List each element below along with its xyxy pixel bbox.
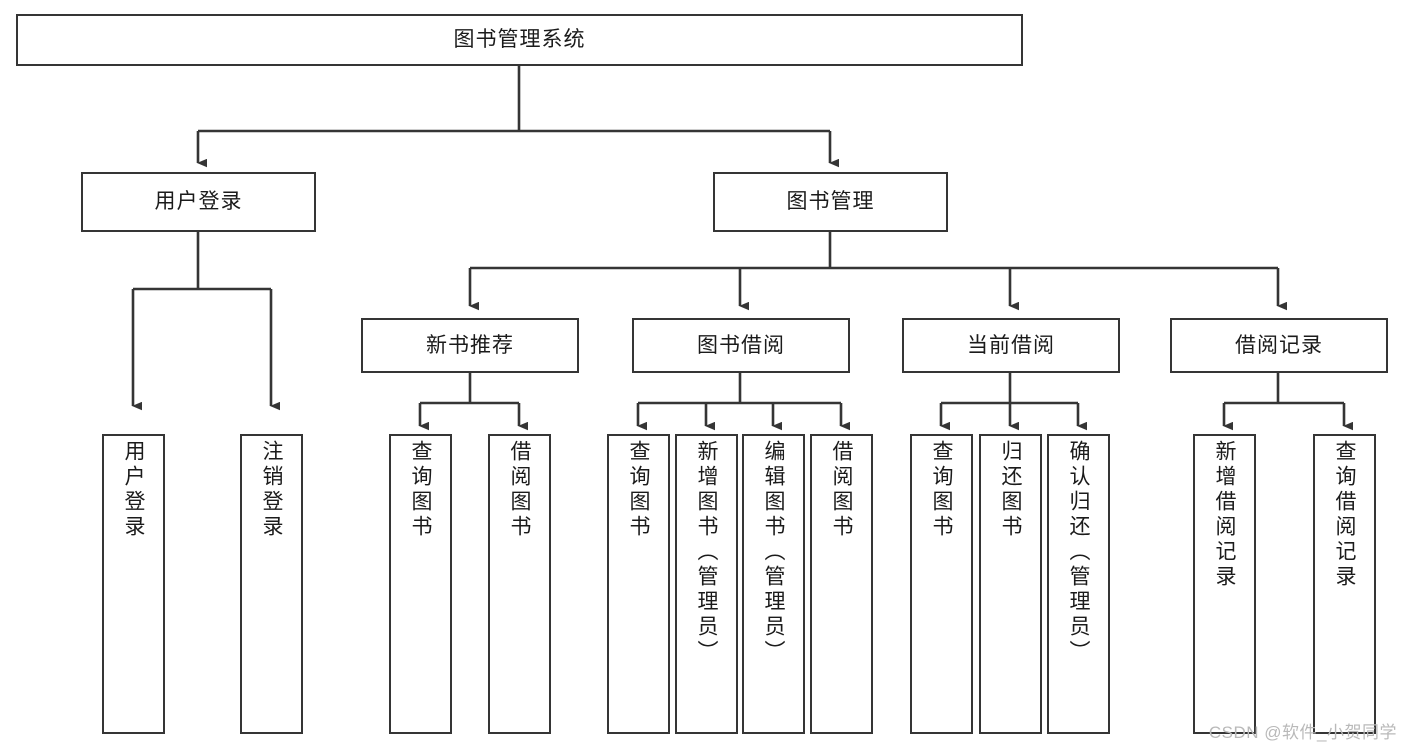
leaf-book-borrow-borrow-book[interactable]: 借阅图书 [810, 434, 873, 734]
leaf-new-book-borrow-book[interactable]: 借阅图书 [488, 434, 551, 734]
node-label: 注销登录 [260, 440, 284, 540]
leaf-book-borrow-query-book[interactable]: 查询图书 [607, 434, 670, 734]
leaf-borrow-record-add-record[interactable]: 新增借阅记录 [1193, 434, 1256, 734]
node-label: 查询图书 [409, 440, 433, 540]
node-borrowing-record[interactable]: 借阅记录 [1170, 318, 1388, 373]
node-label: 用户登录 [122, 440, 146, 540]
node-label: 借阅记录 [1235, 333, 1323, 357]
leaf-current-borrow-return-book[interactable]: 归还图书 [979, 434, 1042, 734]
leaf-new-book-query-book[interactable]: 查询图书 [389, 434, 452, 734]
leaf-user-login-login[interactable]: 用户登录 [102, 434, 165, 734]
node-label: 当前借阅 [967, 333, 1055, 357]
node-user-login[interactable]: 用户登录 [81, 172, 316, 232]
node-label: 确认归还（管理员） [1067, 440, 1091, 665]
node-label: 用户登录 [154, 190, 243, 214]
node-root-book-management-system[interactable]: 图书管理系统 [16, 14, 1023, 66]
leaf-book-borrow-add-book-admin[interactable]: 新增图书（管理员） [675, 434, 738, 734]
leaf-book-borrow-edit-book-admin[interactable]: 编辑图书（管理员） [742, 434, 805, 734]
node-label: 新增借阅记录 [1213, 440, 1237, 590]
leaf-current-borrow-confirm-return-admin[interactable]: 确认归还（管理员） [1047, 434, 1110, 734]
node-label: 借阅图书 [830, 440, 854, 540]
leaf-current-borrow-query-book[interactable]: 查询图书 [910, 434, 973, 734]
node-label: 新书推荐 [426, 333, 514, 357]
csdn-watermark: CSDN @软件_小贺同学 [1208, 723, 1397, 742]
node-label: 归还图书 [999, 440, 1023, 540]
node-label: 编辑图书（管理员） [762, 440, 786, 665]
node-label: 借阅图书 [508, 440, 532, 540]
node-label: 新增图书（管理员） [695, 440, 719, 665]
node-book-borrowing[interactable]: 图书借阅 [632, 318, 850, 373]
node-label: 查询图书 [930, 440, 954, 540]
node-label: 查询借阅记录 [1333, 440, 1357, 590]
node-label: 图书借阅 [697, 333, 785, 357]
node-current-borrowing[interactable]: 当前借阅 [902, 318, 1120, 373]
leaf-borrow-record-query-record[interactable]: 查询借阅记录 [1313, 434, 1376, 734]
node-label: 图书管理系统 [453, 28, 586, 52]
node-new-book-recommendation[interactable]: 新书推荐 [361, 318, 579, 373]
node-book-management[interactable]: 图书管理 [713, 172, 948, 232]
leaf-user-login-logout[interactable]: 注销登录 [240, 434, 303, 734]
node-label: 图书管理 [786, 190, 875, 214]
node-label: 查询图书 [627, 440, 651, 540]
